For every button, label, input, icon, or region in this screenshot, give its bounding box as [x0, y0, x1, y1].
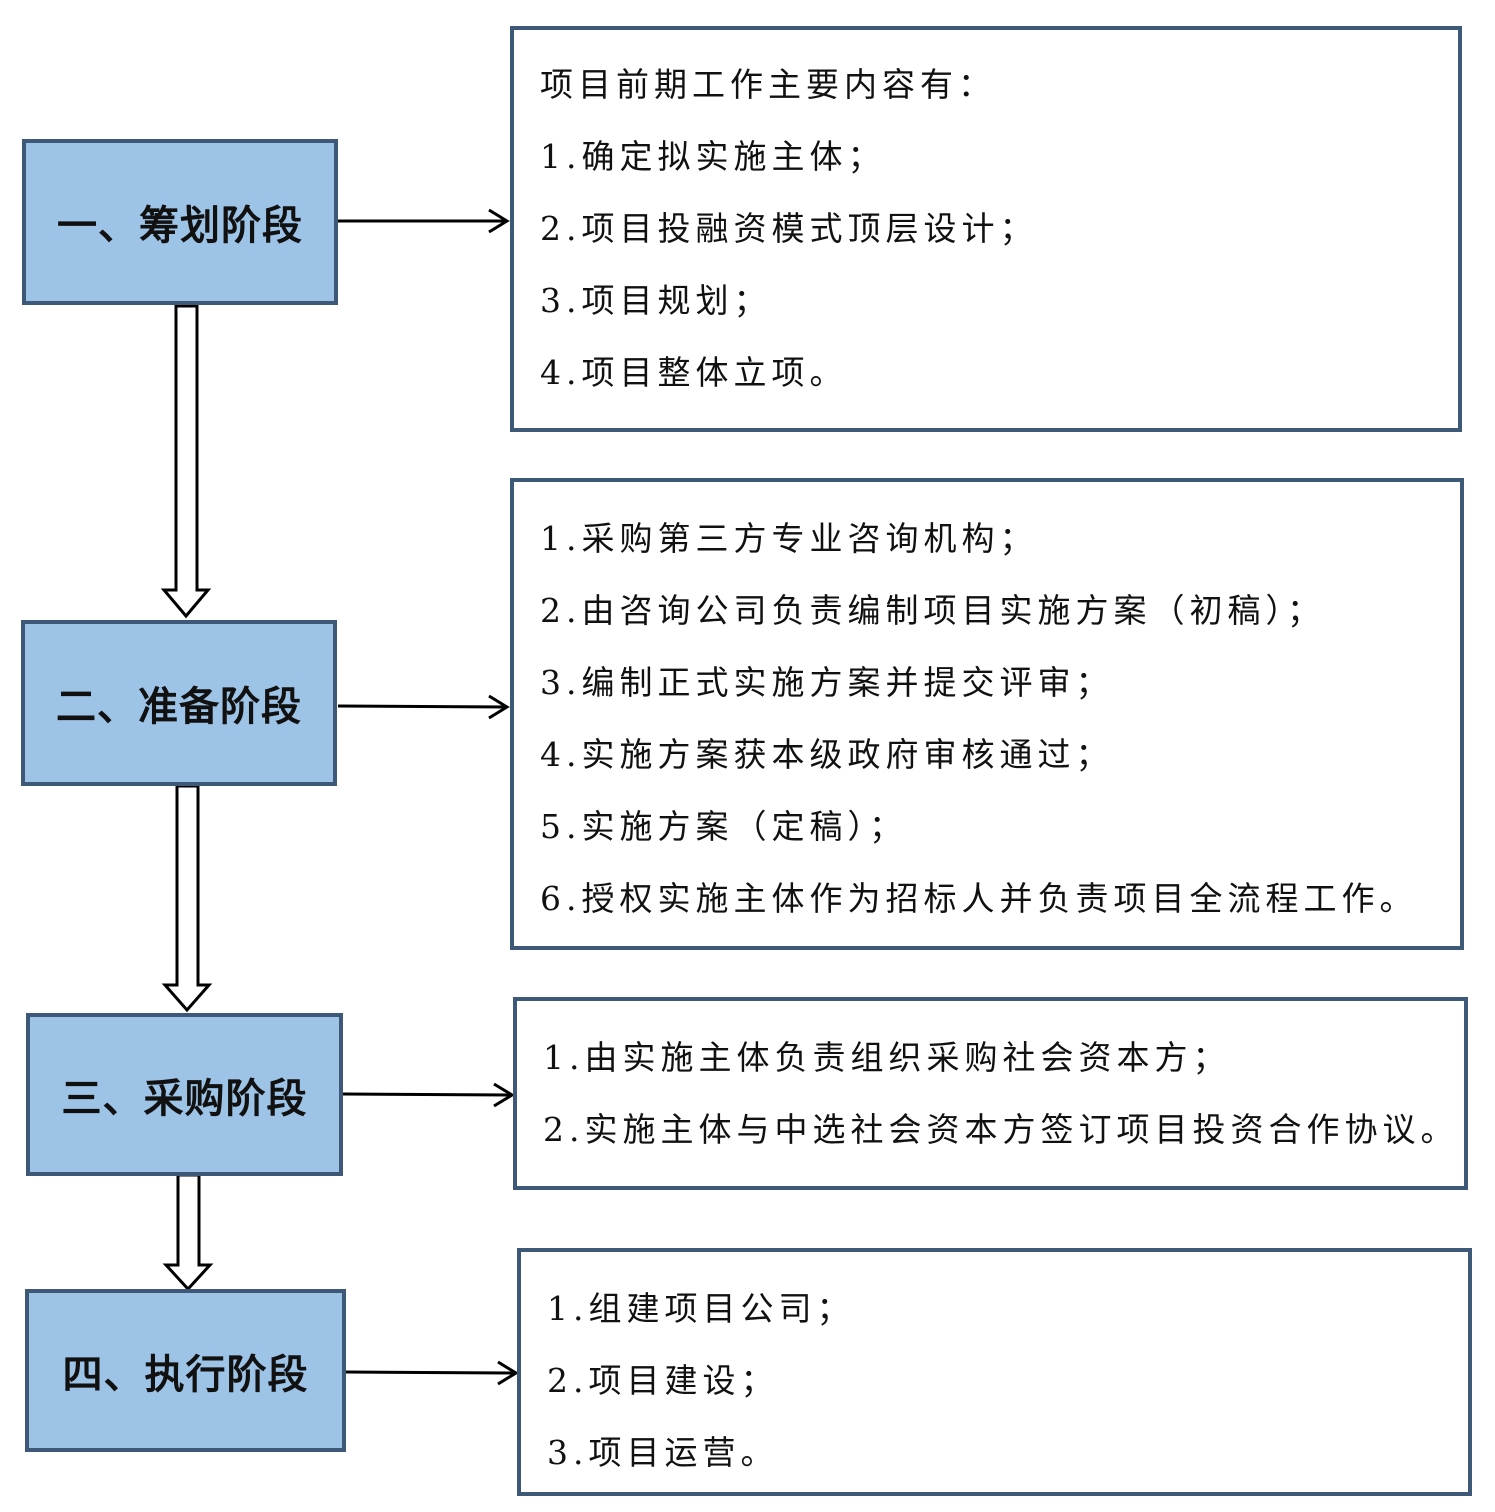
- detail-line: 4.项目整体立项。: [540, 353, 848, 392]
- detail-line: 3.项目运营。: [547, 1433, 779, 1472]
- detail-box-preparation: 1.采购第三方专业咨询机构； 2.由咨询公司负责编制项目实施方案（初稿）； 3.…: [510, 478, 1464, 950]
- detail-box-planning: 项目前期工作主要内容有： 1.确定拟实施主体； 2.项目投融资模式顶层设计； 3…: [510, 26, 1462, 432]
- detail-box-procurement: 1.由实施主体负责组织采购社会资本方； 2.实施主体与中选社会资本方签订项目投资…: [513, 997, 1468, 1190]
- phase-box-procurement: 三、采购阶段: [26, 1013, 343, 1176]
- right-arrow-3: [342, 1082, 515, 1108]
- phase-title: 二、准备阶段: [56, 683, 302, 730]
- detail-line: 1.由实施主体负责组织采购社会资本方；: [543, 1038, 1231, 1077]
- down-arrow-1: [160, 304, 212, 619]
- phase-box-preparation: 二、准备阶段: [21, 620, 337, 786]
- detail-line: 3.编制正式实施方案并提交评审；: [540, 663, 1114, 702]
- phase-title: 四、执行阶段: [62, 1350, 309, 1398]
- detail-line: 2.项目投融资模式顶层设计；: [540, 209, 1038, 248]
- detail-line: 4.实施方案获本级政府审核通过；: [540, 735, 1114, 774]
- detail-line: 2.由咨询公司负责编制项目实施方案（初稿）；: [540, 591, 1325, 630]
- detail-line: 1.组建项目公司；: [547, 1289, 855, 1328]
- phase-title: 一、筹划阶段: [57, 202, 303, 249]
- right-arrow-4: [345, 1360, 519, 1386]
- right-arrow-1: [338, 208, 510, 234]
- detail-line: 2.实施主体与中选社会资本方签订项目投资合作协议。: [543, 1110, 1459, 1149]
- detail-line: 5.实施方案（定稿）；: [540, 807, 907, 846]
- detail-line: 项目前期工作主要内容有：: [540, 65, 996, 104]
- detail-line: 1.确定拟实施主体；: [540, 137, 886, 176]
- down-arrow-2: [161, 784, 213, 1013]
- detail-box-execution: 1.组建项目公司； 2.项目建设； 3.项目运营。: [517, 1248, 1472, 1496]
- phase-box-planning: 一、筹划阶段: [22, 139, 338, 305]
- phase-title: 三、采购阶段: [61, 1074, 308, 1122]
- phase-box-execution: 四、执行阶段: [25, 1289, 346, 1452]
- detail-line: 6.授权实施主体作为招标人并负责项目全流程工作。: [540, 879, 1418, 918]
- right-arrow-2: [337, 694, 510, 720]
- detail-line: 2.项目建设；: [547, 1361, 779, 1400]
- down-arrow-3: [162, 1173, 214, 1292]
- detail-line: 1.采购第三方专业咨询机构；: [540, 519, 1038, 558]
- detail-line: 3.项目规划；: [540, 281, 772, 320]
